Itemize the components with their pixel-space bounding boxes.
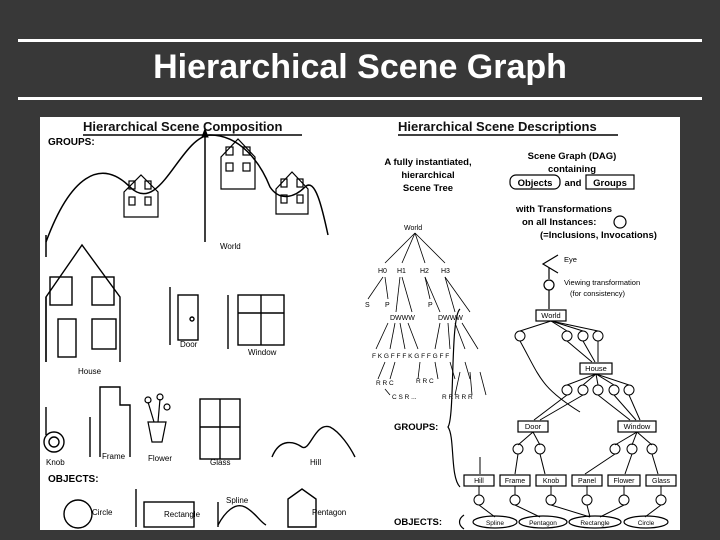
frame-label: Frame bbox=[102, 452, 126, 461]
objects-label-right: OBJECTS: bbox=[394, 517, 442, 528]
figure-panel: Hierarchical Scene Composition GROUPS: W… bbox=[40, 117, 680, 530]
tree-h1: H1 bbox=[397, 268, 406, 275]
tree-rrc-1: R R C bbox=[376, 380, 394, 387]
dag-flower-label: Flower bbox=[613, 478, 635, 485]
tree-p2: P bbox=[428, 302, 433, 309]
knob-drawing bbox=[43, 407, 65, 453]
hill-drawing bbox=[271, 425, 356, 458]
world-hill-curve bbox=[45, 134, 329, 243]
transforms-line-3: (=Inclusions, Invocations) bbox=[540, 230, 657, 241]
top-rule bbox=[18, 39, 702, 42]
tree-caption-1: A fully instantiated, bbox=[384, 157, 471, 168]
rectangle-drawing bbox=[135, 489, 195, 528]
transform-symbol-circle bbox=[613, 215, 627, 229]
tree-rrc-2: R R C bbox=[416, 378, 434, 385]
bottom-rule bbox=[18, 97, 702, 100]
pentagon-drawing bbox=[287, 488, 317, 528]
eye-label: Eye bbox=[564, 255, 577, 264]
right-heading: Hierarchical Scene Descriptions bbox=[398, 119, 597, 134]
flower-drawing bbox=[144, 393, 171, 443]
circle-drawing bbox=[63, 499, 93, 529]
groups-label-left: GROUPS: bbox=[48, 137, 95, 148]
tree-h3: H3 bbox=[441, 268, 450, 275]
viewing-caption-2: (for consistency) bbox=[570, 289, 626, 298]
spline-label: Spline bbox=[226, 496, 249, 505]
viewing-transform-node bbox=[543, 279, 555, 291]
objects-box-label: Objects bbox=[518, 178, 553, 189]
groups-box bbox=[585, 174, 635, 190]
door-drawing bbox=[169, 287, 199, 345]
tree-row-3: F K G F F F K G F F G F F bbox=[372, 353, 449, 360]
transforms-line-2: on all Instances: bbox=[522, 217, 596, 228]
groups-brace bbox=[447, 308, 461, 488]
world-house-2 bbox=[220, 138, 256, 190]
knob-label: Knob bbox=[46, 458, 65, 467]
dag-knob-label: Knob bbox=[543, 478, 559, 485]
world-house-1 bbox=[123, 174, 159, 218]
dag-world-label: World bbox=[541, 311, 560, 320]
world-edges bbox=[514, 320, 604, 413]
objects-label-left: OBJECTS: bbox=[48, 474, 99, 485]
tree-dwww-1: DWWW bbox=[390, 315, 415, 322]
tree-world: World bbox=[404, 225, 422, 232]
slide-title: Hierarchical Scene Graph bbox=[153, 48, 567, 86]
dag-spline-label: Spline bbox=[486, 520, 504, 527]
dag-glass-label: Glass bbox=[652, 478, 670, 485]
objects-box bbox=[509, 174, 561, 190]
door-window-edges bbox=[479, 431, 659, 475]
world-house-3 bbox=[275, 171, 309, 215]
right-panel: Hierarchical Scene Descriptions A fully … bbox=[365, 119, 677, 530]
tree-p1: P bbox=[385, 302, 390, 309]
tree-rrrrr: R R R R R bbox=[442, 394, 473, 401]
dag-house-label: House bbox=[585, 364, 607, 373]
dag-pentagon-label: Pentagon bbox=[529, 520, 557, 527]
hill-label: Hill bbox=[310, 458, 321, 467]
transforms-line-1: with Transformations bbox=[515, 204, 612, 215]
left-heading: Hierarchical Scene Composition bbox=[83, 119, 282, 134]
circle-label: Circle bbox=[92, 508, 113, 517]
and-word: and bbox=[565, 178, 582, 189]
left-panel: Hierarchical Scene Composition GROUPS: W… bbox=[43, 119, 356, 529]
glass-label: Glass bbox=[210, 458, 230, 467]
tree-s: S bbox=[365, 302, 370, 309]
dag-hill-label: Hill bbox=[474, 478, 484, 485]
spline-drawing bbox=[217, 502, 267, 527]
tree-dwww-2: DWWW bbox=[438, 315, 463, 322]
tree-h0: H0 bbox=[378, 268, 387, 275]
dag-groups-row bbox=[463, 474, 677, 487]
dag-objects-row bbox=[472, 515, 669, 529]
scene-tree: World H0 H1 H2 H3 S P P DWWW DWWW F K G … bbox=[365, 225, 487, 401]
viewing-caption-1: Viewing transformation bbox=[564, 278, 640, 287]
rectangle-label: Rectangle bbox=[164, 510, 201, 519]
house-label: House bbox=[78, 367, 102, 376]
tree-caption-2: hierarchical bbox=[401, 170, 454, 181]
dag-frame-label: Frame bbox=[505, 478, 525, 485]
door-label: Door bbox=[180, 340, 198, 349]
dag-window-label: Window bbox=[624, 422, 651, 431]
world-label: World bbox=[220, 242, 241, 251]
eye-symbol bbox=[541, 254, 559, 279]
tree-caption-3: Scene Tree bbox=[403, 183, 453, 194]
tree-h2: H2 bbox=[420, 268, 429, 275]
house-edges bbox=[533, 373, 641, 421]
dag-circle-label: Circle bbox=[638, 520, 655, 527]
groups-label-right: GROUPS: bbox=[394, 422, 438, 433]
flower-label: Flower bbox=[148, 454, 172, 463]
dag-door-label: Door bbox=[525, 422, 542, 431]
frame-drawing bbox=[89, 386, 131, 457]
objects-brace bbox=[458, 514, 465, 530]
house-drawing bbox=[45, 243, 121, 362]
groups-box-label: Groups bbox=[593, 178, 627, 189]
groups-to-objects-edges bbox=[473, 486, 667, 518]
pentagon-label: Pentagon bbox=[312, 508, 346, 517]
dag-caption-1: Scene Graph (DAG) bbox=[528, 151, 617, 162]
window-drawing bbox=[227, 294, 285, 349]
dag-panel-label: Panel bbox=[578, 478, 596, 485]
glass-drawing bbox=[199, 398, 241, 460]
dag-caption-2: containing bbox=[548, 164, 596, 175]
window-label: Window bbox=[248, 348, 277, 357]
tree-csr: C S R ... bbox=[392, 394, 417, 401]
dag-rectangle-label: Rectangle bbox=[580, 520, 610, 527]
